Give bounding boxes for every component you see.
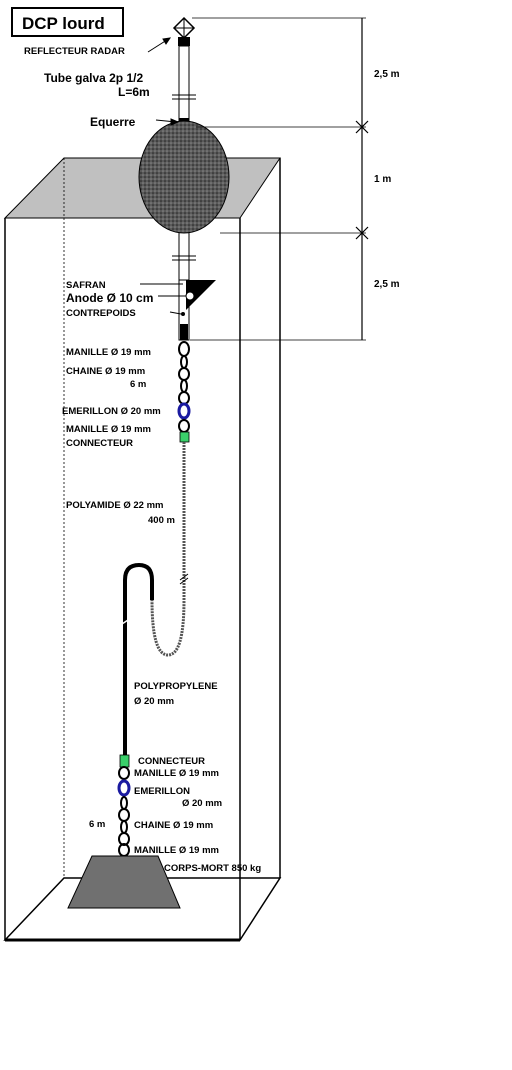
- leader-lines: [140, 37, 186, 315]
- rope-break-mark: [121, 619, 129, 625]
- label-polyamide: POLYAMIDE Ø 22 mm: [66, 500, 164, 511]
- dimension-lines: [190, 17, 369, 341]
- counterweight: [181, 312, 185, 316]
- diagram-title: DCP lourd: [22, 14, 105, 33]
- upper-swivel: [177, 402, 191, 420]
- label-tube: Tube galva 2p 1/2: [44, 71, 143, 85]
- dimension-bottom: 2,5 m: [374, 279, 400, 290]
- label-emerillon-top: EMERILLON Ø 20 mm: [62, 406, 161, 417]
- label-polypropylene: POLYPROPYLENE: [134, 681, 218, 692]
- label-emerillon-bot-diameter: Ø 20 mm: [182, 798, 222, 809]
- anode: [185, 291, 195, 301]
- polyamide-rope: [150, 442, 186, 657]
- float-buoy: [138, 120, 230, 234]
- label-corps-mort: CORPS-MORT 850 kg: [164, 863, 261, 874]
- label-equerre: Equerre: [90, 115, 136, 129]
- label-chaine-top-length: 6 m: [130, 379, 146, 390]
- label-manille-bot: MANILLE Ø 19 mm: [134, 768, 219, 779]
- label-manille-top2: MANILLE Ø 19 mm: [66, 424, 151, 435]
- annotation-labels: REFLECTEUR RADAR Tube galva 2p 1/2 L=6m …: [24, 46, 400, 874]
- mooring-block: [67, 855, 181, 909]
- label-anode: Anode Ø 10 cm: [66, 291, 153, 305]
- label-tube-length: L=6m: [118, 85, 150, 99]
- label-chaine-bot: CHAINE Ø 19 mm: [134, 820, 213, 831]
- polypropylene-rope: [123, 562, 154, 755]
- upper-connector: [179, 431, 190, 443]
- label-contrepoids: CONTREPOIDS: [66, 308, 136, 319]
- label-polyamide-length: 400 m: [148, 515, 175, 526]
- lower-swivel: [117, 779, 131, 797]
- title-box: DCP lourd: [11, 7, 124, 37]
- label-connecteur-bot: CONNECTEUR: [138, 756, 205, 767]
- label-emerillon-bot: EMERILLON: [134, 786, 190, 797]
- lower-chain: [118, 796, 130, 857]
- upper-chain: [178, 341, 190, 405]
- rope-break-mark: [179, 573, 189, 585]
- label-manille-top: MANILLE Ø 19 mm: [66, 347, 151, 358]
- dimension-middle: 1 m: [374, 174, 391, 185]
- label-chaine-top: CHAINE Ø 19 mm: [66, 366, 145, 377]
- label-reflecteur: REFLECTEUR RADAR: [24, 46, 125, 57]
- label-polypropylene-diameter: Ø 20 mm: [134, 696, 174, 707]
- lower-shackle: [118, 766, 130, 780]
- label-connecteur-top: CONNECTEUR: [66, 438, 133, 449]
- lower-connector: [119, 754, 130, 768]
- label-safran: SAFRAN: [66, 280, 106, 291]
- upper-shackle: [178, 419, 190, 433]
- label-manille-bot2: MANILLE Ø 19 mm: [134, 845, 219, 856]
- radar-reflector: [172, 16, 196, 46]
- label-chaine-bot-length: 6 m: [89, 819, 105, 830]
- dimension-top: 2,5 m: [374, 69, 400, 80]
